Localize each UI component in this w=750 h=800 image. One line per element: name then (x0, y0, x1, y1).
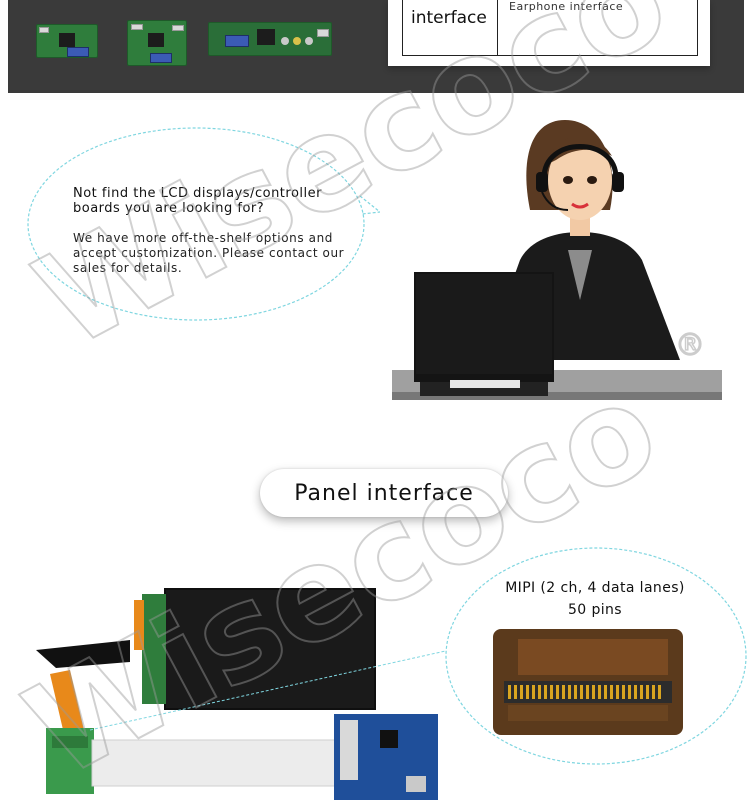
panel-interface-label: Panel interface (294, 480, 474, 506)
spec-cell-earphone: Earphone interface (509, 0, 624, 13)
support-body: We have more off-the-shelf options and a… (73, 231, 345, 275)
support-title: Not find the LCD displays/controller boa… (73, 186, 322, 216)
controller-board-1 (36, 24, 98, 58)
agent-icon (392, 120, 722, 400)
spec-table: interface Earphone interface (402, 0, 698, 56)
controller-board-3 (208, 22, 332, 56)
spec-card: interface Earphone interface (388, 0, 710, 66)
connector-zoom-bubble (445, 547, 747, 765)
spec-cell-interface: interface (411, 8, 487, 28)
mipi-caption-line2: 50 pins (567, 602, 622, 618)
mipi-caption: MIPI (2 ch, 4 data lanes) 50 pins (470, 577, 720, 621)
controller-board-2 (127, 20, 187, 66)
top-strip: interface Earphone interface (0, 0, 750, 96)
mipi-caption-line1: MIPI (2 ch, 4 data lanes) (505, 580, 685, 596)
speech-bubble (27, 127, 380, 321)
display-kit-illustration (36, 588, 451, 800)
panel-interface-heading: Panel interface (260, 469, 508, 517)
